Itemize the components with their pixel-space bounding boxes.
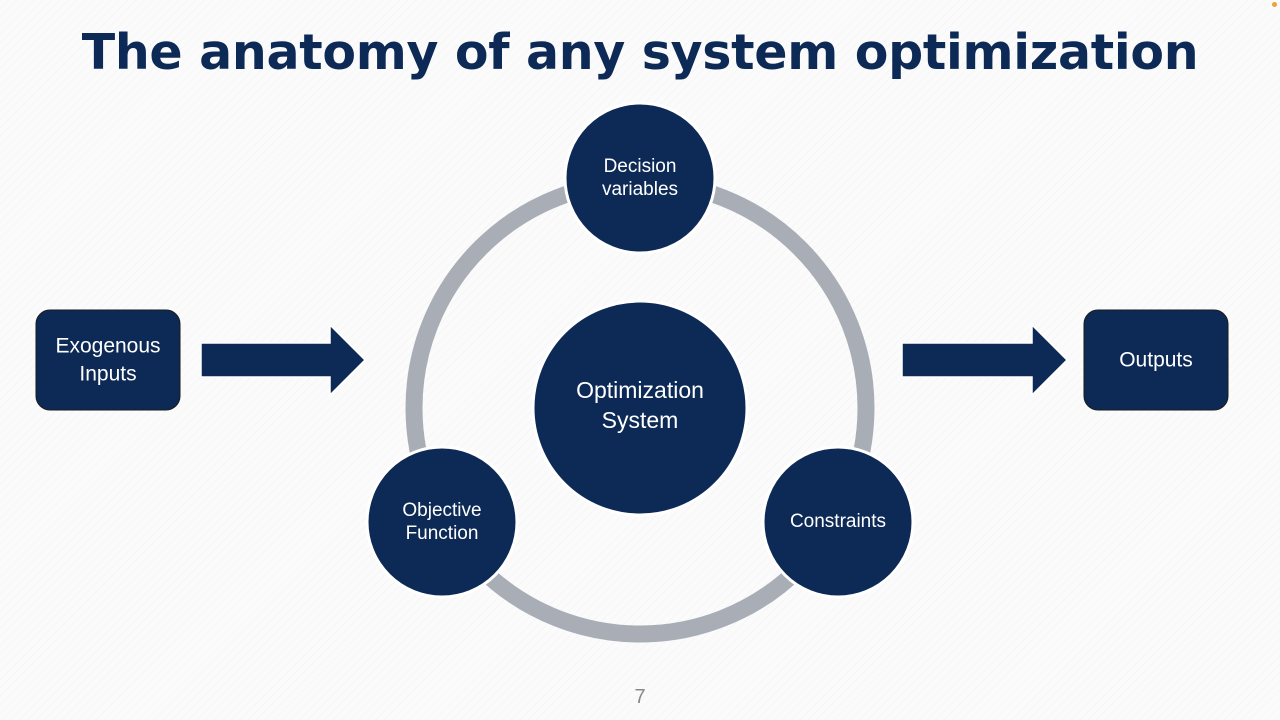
- decision-variables-label-line2: variables: [602, 179, 678, 200]
- exogenous-inputs-box: Exogenous Inputs: [35, 309, 181, 411]
- constraints-label: Constraints: [790, 511, 886, 532]
- input-arrow: [200, 323, 367, 397]
- exogenous-inputs-label-line1: Exogenous: [55, 335, 160, 358]
- objective-function-label-line2: Function: [406, 523, 479, 544]
- decision-variables-label-line1: Decision: [604, 156, 677, 177]
- objective-function-label-line1: Objective: [402, 500, 481, 521]
- decision-variables-node: Decision variables: [563, 101, 717, 255]
- constraints-node: Constraints: [761, 445, 915, 599]
- optimization-system-node: Optimization System: [531, 299, 749, 517]
- slide-title: The anatomy of any system optimization: [81, 24, 1199, 81]
- outputs-box: Outputs: [1083, 309, 1229, 411]
- page-number: 7: [634, 686, 646, 708]
- exogenous-inputs-label-line2: Inputs: [79, 363, 136, 386]
- recording-indicator: [1272, 2, 1277, 7]
- optimization-system-label-line2: System: [602, 407, 679, 433]
- objective-function-node: Objective Function: [365, 445, 519, 599]
- output-arrow: [901, 323, 1069, 397]
- outputs-label: Outputs: [1119, 349, 1193, 372]
- optimization-system-label-line1: Optimization: [576, 377, 704, 403]
